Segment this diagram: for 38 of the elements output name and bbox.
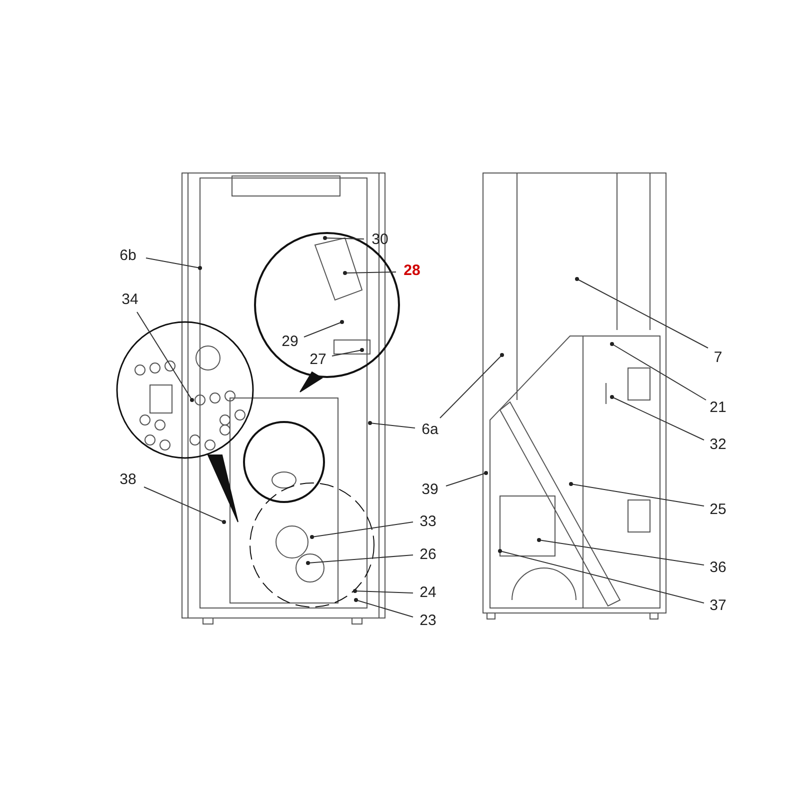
callout-number: 7 (714, 349, 722, 367)
callout-number: 32 (710, 436, 726, 454)
leader-line (575, 277, 708, 348)
callout-number: 23 (420, 612, 436, 630)
leader-line (440, 353, 504, 418)
callout-number: 28 (404, 262, 420, 280)
callout-number: 6a (422, 421, 438, 439)
leader-line (446, 471, 488, 486)
leader-line (610, 395, 704, 440)
callout-number: 34 (122, 291, 138, 309)
callout-number: 26 (420, 546, 436, 564)
callout-number: 37 (710, 597, 726, 615)
callout-number: 33 (420, 513, 436, 531)
leader-line (306, 554, 414, 565)
leader-line (146, 258, 202, 270)
leader-line (310, 522, 414, 539)
leader-line (354, 598, 414, 618)
leader-line (323, 236, 364, 240)
leader-line (144, 486, 226, 524)
leader-line (343, 271, 396, 275)
leader-line (332, 348, 364, 356)
leader-line (537, 538, 704, 566)
callout-number: 39 (422, 481, 438, 499)
callout-number: 38 (120, 471, 136, 489)
callout-number: 21 (710, 399, 726, 417)
leader-line (136, 312, 194, 402)
leader-line (569, 482, 704, 506)
callout-number: 36 (710, 559, 726, 577)
leader-line (498, 549, 704, 604)
callout-number: 29 (282, 333, 298, 351)
callout-number: 24 (420, 584, 436, 602)
leader-line (610, 342, 706, 400)
callout-number: 6b (120, 247, 136, 265)
callout-number: 25 (710, 501, 726, 519)
leader-line (368, 421, 416, 428)
leader-line (304, 320, 344, 338)
leader-line (353, 589, 414, 594)
callout-number: 27 (310, 351, 326, 369)
